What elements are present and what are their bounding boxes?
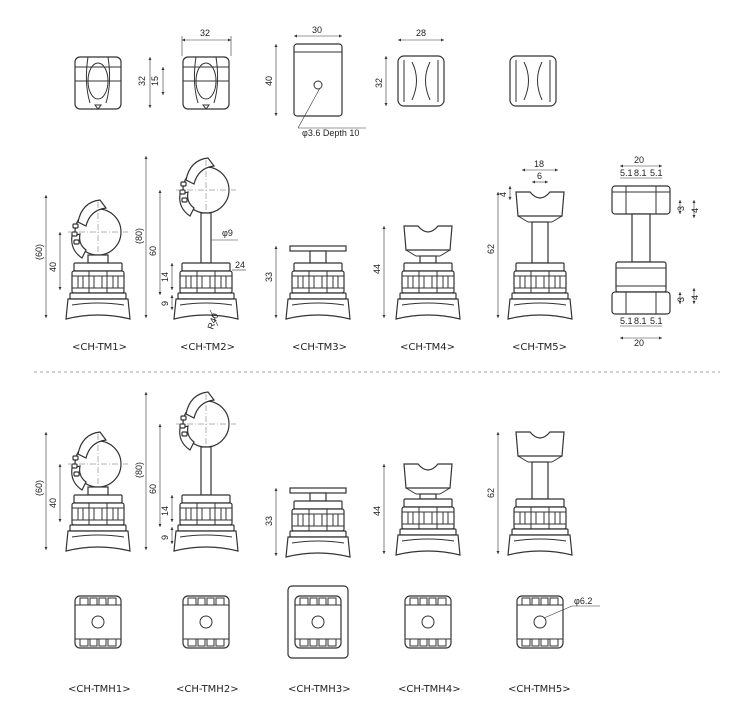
label-ch-tm5: <CH-TM5>	[512, 342, 567, 353]
dim-60-h: 60	[148, 484, 158, 494]
dim-60-tm2: 60	[148, 246, 158, 256]
dim-4-tm5: 4	[498, 192, 508, 197]
dim-62: 62	[486, 244, 496, 254]
dim-80-paren: (80)	[134, 228, 144, 244]
dim-4-top: 4	[690, 208, 700, 213]
side-view-tm2: (80) 60 14 9 φ9 24 R40 <CH-TM2>	[134, 156, 246, 353]
dim-3-bottom: 3	[676, 297, 686, 302]
side-view-tm3: 33 <CH-TM3>	[264, 245, 351, 353]
top-view-tmh1: <CH-TMH1>	[68, 595, 131, 695]
dim-33: 33	[264, 272, 274, 282]
label-ch-tmh1: <CH-TMH1>	[68, 684, 131, 695]
dim-5.1-d: 5.1	[650, 316, 663, 326]
label-ch-tm4: <CH-TM4>	[400, 342, 455, 353]
dim-32-width: 32	[200, 28, 210, 38]
dim-24: 24	[235, 260, 245, 270]
top-view-tmh5: φ6.2 <CH-TMH5>	[508, 595, 600, 695]
label-ch-tm3: <CH-TM3>	[292, 342, 347, 353]
side-view-tm5: 62 18 6 4 <CH-TM5>	[486, 159, 573, 353]
dim-15: 15	[150, 76, 160, 86]
dim-44-h: 44	[372, 506, 382, 516]
dim-9: 9	[160, 301, 170, 306]
top-view-tm5	[509, 55, 557, 107]
dim-14: 14	[160, 272, 170, 282]
dim-6: 6	[537, 171, 542, 181]
dim-28: 28	[416, 28, 426, 38]
dim-phi6.2: φ6.2	[574, 596, 592, 606]
label-ch-tmh4: <CH-TMH4>	[398, 684, 461, 695]
dim-40-h: 40	[48, 498, 58, 508]
label-ch-tmh5: <CH-TMH5>	[508, 684, 571, 695]
label-ch-tm2: <CH-TM2>	[180, 342, 235, 353]
dim-44: 44	[372, 264, 382, 274]
side-view-tm5-alt: 20 5.1 8.1 5.1 3 4 3 4 5.1 8.1 5.1 20	[611, 155, 700, 348]
dim-30: 30	[312, 25, 322, 35]
label-ch-tm1: <CH-TM1>	[72, 342, 127, 353]
dim-5.1-a: 5.1	[620, 168, 633, 178]
side-view-tmh1: (60) 40	[34, 431, 131, 552]
dim-3-top: 3	[676, 206, 686, 211]
top-view-tmh3: <CH-TMH3>	[287, 585, 351, 695]
dim-20-bottom: 20	[634, 338, 644, 348]
top-view-tm3: 30 40 φ3.6 Depth 10	[264, 25, 366, 138]
label-ch-tmh3: <CH-TMH3>	[288, 684, 351, 695]
dim-60-paren: (60)	[34, 244, 44, 260]
side-view-tmh2: (80) 60 14 9	[134, 391, 239, 552]
dim-5.1-c: 5.1	[620, 316, 633, 326]
dim-14-h: 14	[160, 506, 170, 516]
side-view-tm1: (60) 40 <CH-TM1>	[34, 195, 131, 353]
side-view-tmh5: 62	[486, 431, 573, 556]
dim-5.1-b: 5.1	[650, 168, 663, 178]
side-view-tmh3: 33	[264, 487, 351, 558]
dim-40-tm1: 40	[48, 262, 58, 272]
top-view-tm4: 28 32	[374, 28, 445, 107]
dim-80-paren-h: (80)	[134, 462, 144, 478]
dim-hole-depth: φ3.6 Depth 10	[302, 128, 359, 138]
dim-20-top: 20	[634, 155, 644, 165]
top-view-tmh2: <CH-TMH2>	[176, 595, 239, 695]
dim-60-paren-h: (60)	[34, 480, 44, 496]
dim-9-h: 9	[160, 535, 170, 540]
dim-40: 40	[264, 76, 274, 86]
dim-62-h: 62	[486, 488, 496, 498]
side-view-tmh4: 44	[372, 463, 461, 556]
dim-8.1-b: 8.1	[634, 316, 647, 326]
dim-18: 18	[534, 159, 544, 169]
side-view-tm4: 44 <CH-TM4>	[372, 225, 461, 353]
top-view-tm2: 32 32 15	[137, 28, 232, 110]
top-view-tm1	[74, 56, 122, 110]
dim-33-h: 33	[264, 516, 274, 526]
dim-phi9: φ9	[222, 228, 233, 238]
label-ch-tmh2: <CH-TMH2>	[176, 684, 239, 695]
dim-32-tm4: 32	[374, 78, 384, 88]
dim-32-height: 32	[137, 76, 147, 86]
top-view-tmh4: <CH-TMH4>	[398, 595, 461, 695]
dim-8.1-a: 8.1	[634, 168, 647, 178]
dim-4-bottom: 4	[690, 295, 700, 300]
